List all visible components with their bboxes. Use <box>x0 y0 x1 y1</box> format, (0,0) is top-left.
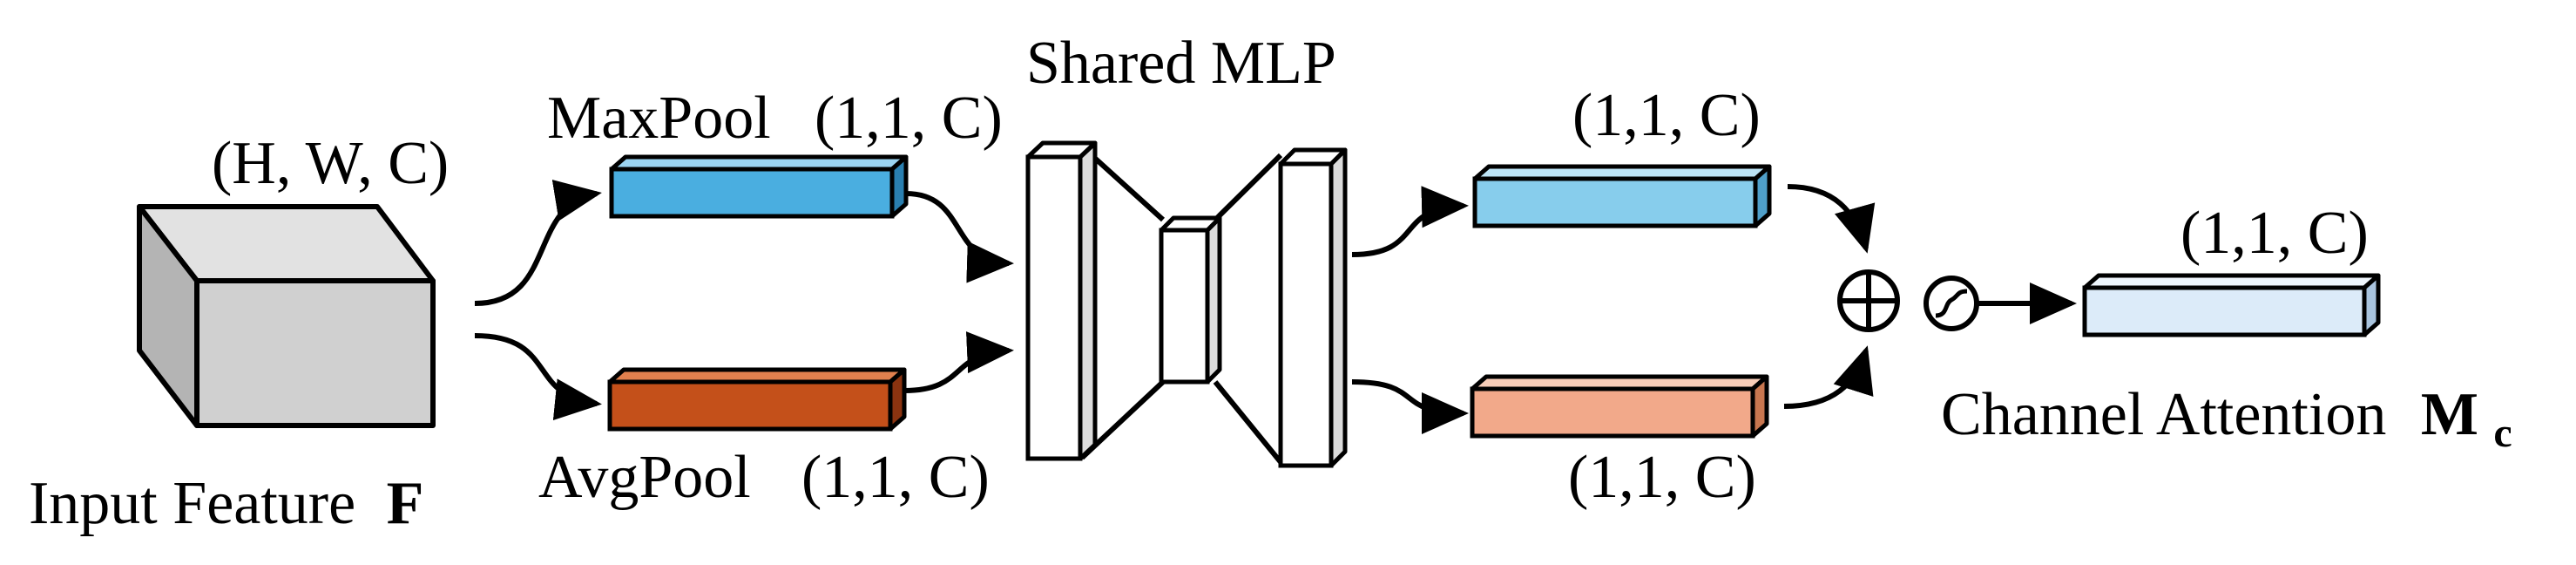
sigmoid-curve <box>1935 289 1968 318</box>
channel-attention-bar <box>2082 273 2381 337</box>
channel-attention-label: Channel Attention M c <box>1941 381 2512 456</box>
cube-front-face <box>194 278 436 428</box>
mlp-layer-input-side <box>1078 140 1098 461</box>
channel-attention-bar-front <box>2082 285 2367 337</box>
mlp-output-avg-shape-label: (1,1, C) <box>1568 444 1756 511</box>
arrow-maxpool-to-mlp <box>905 191 1014 283</box>
mlp-output-avg-front <box>1470 386 1755 439</box>
arrow-max-to-sum <box>1787 184 1876 254</box>
maxpool-shape-label: (1,1, C) <box>815 85 1003 152</box>
maxpool-bar-front <box>609 167 895 219</box>
avgpool-bar <box>607 367 907 432</box>
mlp-layer-input <box>1025 154 1083 461</box>
shared-mlp <box>1025 140 1348 468</box>
mlp-layer-hidden <box>1159 228 1210 385</box>
arrow-mlp-to-avg-output <box>1351 379 1469 434</box>
maxpool-bar <box>609 154 909 219</box>
arrow-mlp-to-max-output <box>1351 186 1469 257</box>
mlp-output-max-front <box>1472 176 1758 228</box>
channel-attention-shape-label: (1,1, C) <box>2180 200 2369 267</box>
arrow-avg-to-sum <box>1783 345 1874 409</box>
arrow-to-maxpool <box>474 180 602 306</box>
avgpool-bar-front <box>607 379 893 432</box>
sigmoid-circle <box>1924 276 1979 331</box>
arrow-to-avgpool <box>474 333 602 421</box>
mlp-output-max-shape-label: (1,1, C) <box>1572 82 1761 149</box>
avgpool-shape-label: (1,1, C) <box>801 444 990 511</box>
input-feature-label: Input Feature F <box>29 470 423 537</box>
mlp-connector <box>1213 153 1283 222</box>
arrow-avgpool-to-mlp <box>903 331 1014 393</box>
circled-plus-icon <box>1837 269 1900 332</box>
input-feature-symbol: F <box>387 470 424 537</box>
sigmoid-icon <box>1924 276 1979 331</box>
channel-attention-subscript: c <box>2493 410 2512 456</box>
mlp-layer-output <box>1278 161 1334 468</box>
shared-mlp-label: Shared MLP <box>1026 30 1336 97</box>
avgpool-label: AvgPool <box>538 444 751 511</box>
mlp-connector <box>1213 380 1283 464</box>
channel-attention-label-text: Channel Attention <box>1941 381 2386 448</box>
input-feature-label-text: Input Feature <box>29 470 355 537</box>
input-shape-label: (H, W, C) <box>212 130 449 197</box>
mlp-output-max-bar <box>1472 164 1772 228</box>
channel-attention-symbol: M <box>2421 381 2478 448</box>
maxpool-label: MaxPool <box>547 85 771 152</box>
mlp-output-avg-bar <box>1470 374 1769 439</box>
input-feature-cube <box>137 204 436 428</box>
